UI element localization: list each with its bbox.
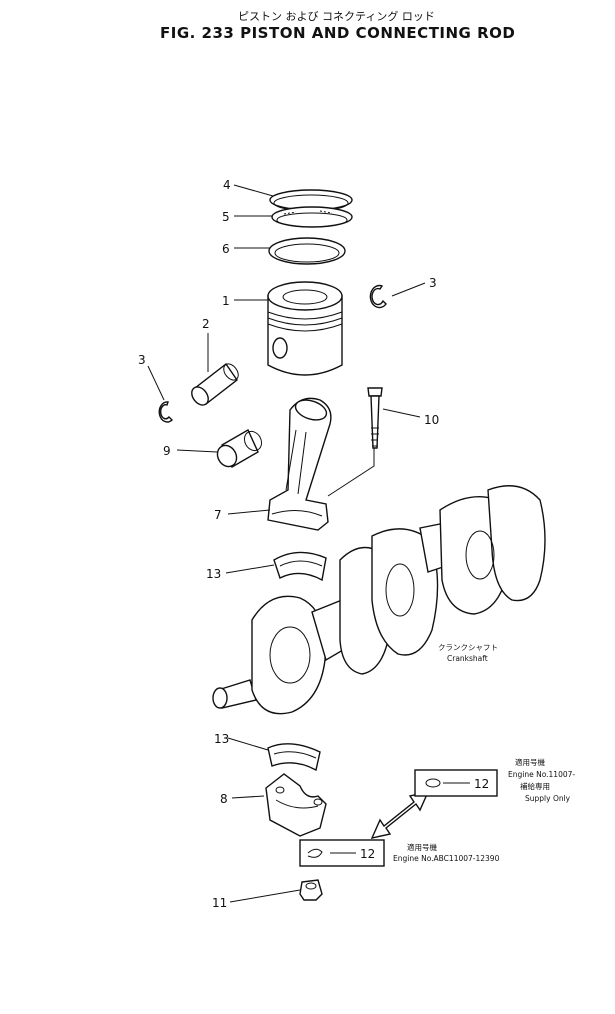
crankshaft — [212, 485, 546, 715]
callout-6: 6 — [222, 242, 230, 256]
snap-ring-left — [158, 401, 174, 423]
note-upper-engine: Engine No.11007- — [508, 770, 575, 779]
part-box-upper: 12 — [414, 769, 498, 797]
callout-12-upper: 12 — [474, 777, 489, 791]
connecting-rod-bolt — [367, 387, 383, 449]
interchange-arrow — [370, 791, 430, 839]
callout-3-left: 3 — [138, 353, 146, 367]
note-upper-supply: Supply Only — [525, 794, 571, 803]
note-upper-jp-2: 補給専用 — [520, 781, 550, 791]
piston-ring-5 — [271, 206, 353, 228]
leader-lines — [147, 184, 426, 903]
callout-13-lower: 13 — [214, 732, 229, 746]
callout-13-upper: 13 — [206, 567, 221, 581]
part-box-lower: 12 — [299, 839, 385, 867]
bearing-lower — [267, 743, 321, 772]
bushing — [216, 429, 263, 468]
title-japanese: ピストン および コネクティング ロッド — [238, 9, 435, 23]
crankshaft-label-jp: クランクシャフト — [438, 643, 498, 652]
callout-5: 5 — [222, 210, 230, 224]
snap-ring-right — [369, 284, 387, 309]
callout-1: 1 — [222, 294, 230, 308]
callout-12-lower: 12 — [360, 847, 375, 861]
piston — [267, 281, 343, 376]
piston-ring-6 — [268, 237, 346, 265]
callout-9: 9 — [163, 444, 171, 458]
bearing-upper — [273, 551, 327, 582]
piston-pin — [191, 362, 239, 406]
nut — [299, 879, 323, 901]
connecting-rod — [267, 397, 332, 531]
note-lower-jp: 適用号機 — [407, 842, 437, 852]
note-upper-jp-1: 適用号機 — [515, 757, 545, 767]
callout-7: 7 — [214, 508, 222, 522]
callout-3-right: 3 — [429, 276, 437, 290]
figure-title: FIG. 233 PISTON AND CONNECTING ROD — [160, 24, 515, 42]
callout-10: 10 — [424, 413, 439, 427]
callout-11: 11 — [212, 896, 227, 910]
crankshaft-label: Crankshaft — [447, 654, 488, 663]
callout-8: 8 — [220, 792, 228, 806]
callout-2: 2 — [202, 317, 210, 331]
callout-4: 4 — [223, 178, 231, 192]
note-lower-engine: Engine No.ABC11007-12390 — [393, 854, 500, 863]
rod-cap — [265, 773, 327, 837]
